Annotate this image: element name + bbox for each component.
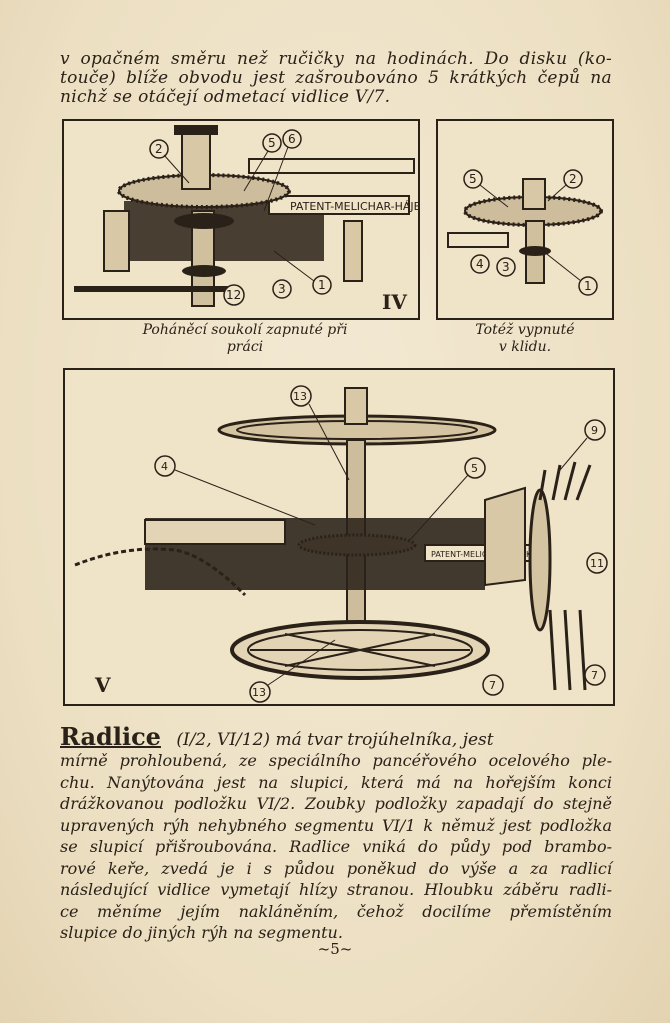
figure-iv-disengaged: 5 2 4 3 1 bbox=[436, 119, 614, 320]
intro-line: v opačném směru než ručičky na hodinách.… bbox=[60, 49, 612, 69]
callout-1: 1 bbox=[318, 278, 326, 292]
body-line: slupice do jiných rýh na segmentu. bbox=[60, 923, 343, 942]
body-line: se slupicí přišroubována. Radlice vniká … bbox=[60, 837, 612, 856]
caption-line: práci bbox=[226, 339, 264, 355]
body-line: drážkovanou podložku VI/2. Zoubky podlož… bbox=[60, 794, 612, 813]
body-line: následující vidlice vymetají hlízy stran… bbox=[60, 880, 612, 899]
caption-line: Totéž vypnuté bbox=[475, 322, 575, 338]
callout-11: 11 bbox=[590, 557, 604, 570]
figure-v: PATENT-MELICHAR-HÁJEK 13 4 5 9 11 7 bbox=[63, 368, 615, 706]
gear-drawing-engaged: PATENT-MELICHAR-HÁJEK 2 5 6 1 3 12 IV bbox=[64, 121, 418, 318]
intro-line: touče) blíže obvodu jest zašroubováno 5 … bbox=[60, 68, 612, 88]
callout-7-low: 7 bbox=[489, 679, 496, 692]
callout-9: 9 bbox=[591, 424, 598, 437]
section-title: Radlice bbox=[60, 722, 161, 751]
figure-number: IV bbox=[382, 290, 407, 314]
callout-2: 2 bbox=[569, 172, 577, 186]
intro-line: nichž se otáčejí odmetací vidlice V/7. bbox=[60, 87, 391, 107]
body-line: rové keře, zvedá je i s půdou poněkud do… bbox=[60, 858, 612, 878]
figure-iv-engaged: PATENT-MELICHAR-HÁJEK 2 5 6 1 3 12 IV bbox=[62, 119, 420, 320]
section-heading: Radlice (I/2, VI/12) má tvar trojúhelník… bbox=[60, 722, 612, 751]
body-line: upravených rýh nehybného segmentu VI/1 k… bbox=[60, 815, 612, 835]
callout-4: 4 bbox=[476, 257, 484, 271]
figure-number: V bbox=[94, 673, 111, 697]
callout-4: 4 bbox=[161, 460, 168, 473]
gear-drawing-disengaged: 5 2 4 3 1 bbox=[438, 121, 612, 318]
body-line: ce měníme jejím nakláněním, čehož docilí… bbox=[60, 901, 612, 921]
callout-6: 6 bbox=[288, 132, 296, 146]
harvester-drawing: PATENT-MELICHAR-HÁJEK 13 4 5 9 11 7 bbox=[65, 370, 613, 704]
section-body: mírně prohloubená, ze speciálního pancéř… bbox=[60, 750, 612, 944]
intro-paragraph: v opačném směru než ručičky na hodinách.… bbox=[60, 50, 612, 107]
callout-7: 7 bbox=[591, 669, 598, 682]
callout-5: 5 bbox=[469, 172, 477, 186]
section-title-rest: (I/2, VI/12) má tvar trojúhelníka, jest bbox=[176, 730, 494, 750]
patent-label: PATENT-MELICHAR-HÁJEK bbox=[431, 548, 532, 559]
caption-line: Poháněcí soukolí zapnuté při bbox=[142, 322, 348, 338]
callout-3: 3 bbox=[278, 282, 286, 296]
patent-label: PATENT-MELICHAR-HÁJEK bbox=[290, 200, 418, 213]
callout-13-low: 13 bbox=[252, 686, 266, 699]
callout-5: 5 bbox=[471, 462, 478, 475]
page-number: ~5~ bbox=[317, 940, 353, 958]
body-line: mírně prohloubená, ze speciálního pancéř… bbox=[60, 751, 612, 770]
figure-iv-b-caption: Totéž vypnuté v klidu. bbox=[440, 322, 610, 356]
callout-5: 5 bbox=[268, 136, 276, 150]
body-line: chu. Nanýtována jest na slupici, která m… bbox=[60, 772, 612, 792]
callout-1: 1 bbox=[584, 279, 592, 293]
callout-3: 3 bbox=[502, 260, 510, 274]
callout-12: 12 bbox=[226, 288, 241, 302]
caption-line: v klidu. bbox=[498, 339, 552, 355]
callout-2: 2 bbox=[155, 142, 163, 156]
callout-13: 13 bbox=[293, 390, 307, 403]
figure-iv-caption: Poháněcí soukolí zapnuté při práci bbox=[100, 322, 390, 356]
